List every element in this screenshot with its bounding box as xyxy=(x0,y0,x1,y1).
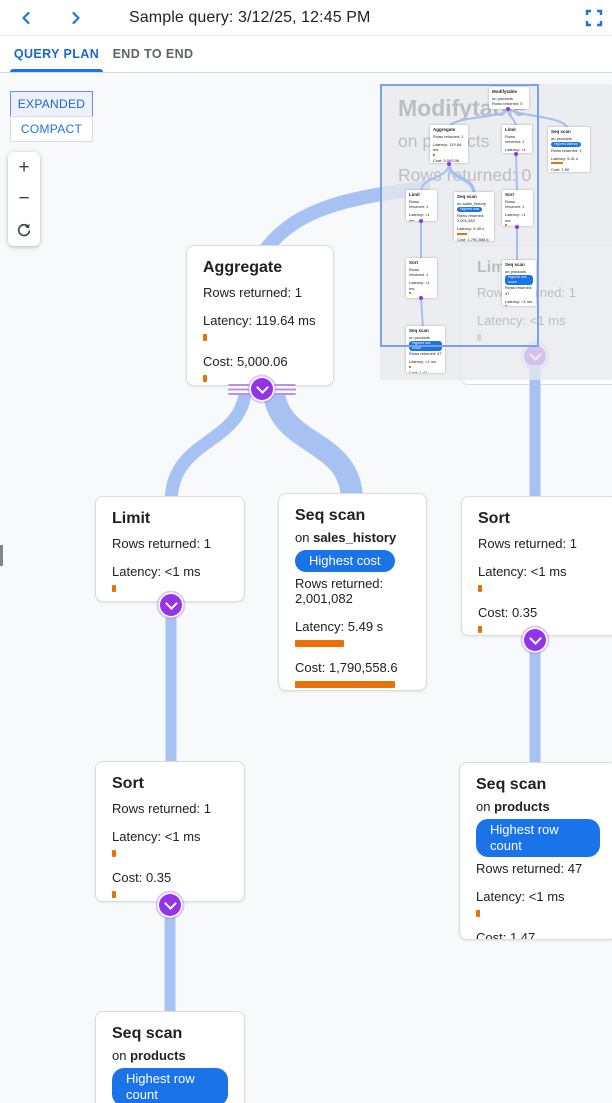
latency-bar xyxy=(476,910,480,917)
table-name: on products xyxy=(112,1048,186,1063)
rows-returned: Rows returned: 1 xyxy=(203,285,302,300)
highest-row-count-badge: Highest row count xyxy=(476,819,600,857)
highest-cost-badge: Highest cost xyxy=(295,550,395,572)
node-seq-scan-products-right[interactable]: Seq scan on products Highest row count R… xyxy=(459,762,612,940)
mini-collapse-dot xyxy=(514,152,518,156)
mini-node-limit: Limit Rows returned: 1 Latency: <1 ms xyxy=(502,125,532,153)
header: Sample query: 3/12/25, 12:45 PM xyxy=(0,0,612,36)
cost-bar xyxy=(478,626,482,633)
cost-bar xyxy=(295,681,395,688)
latency-bar xyxy=(203,334,207,341)
compact-button[interactable]: COMPACT xyxy=(10,116,93,142)
table-name: on products xyxy=(476,799,550,814)
rows-returned: Rows returned: 47 xyxy=(476,861,583,876)
latency-bar xyxy=(112,850,116,857)
back-chevron-icon[interactable] xyxy=(11,5,41,31)
cost-bar xyxy=(203,375,207,382)
tab-query-plan[interactable]: QUERY PLAN xyxy=(10,36,103,72)
latency-bar xyxy=(295,640,344,647)
mini-node-modifytable: Modifytable on products Rows returned: 0 xyxy=(489,87,529,109)
latency: Latency: <1 ms xyxy=(476,889,565,904)
mini-node-sort-2: Sort Rows returned: 1 Latency: <1 ms Cos… xyxy=(406,258,437,298)
latency-bar xyxy=(478,585,482,592)
minimap[interactable]: Modifytable on products Rows returned: 0… xyxy=(380,84,612,380)
latency: Latency: <1 ms xyxy=(112,564,201,579)
node-title: Seq scan xyxy=(295,507,366,524)
mini-collapse-dot xyxy=(506,107,510,111)
mini-collapse-dot xyxy=(515,225,519,229)
zoom-controls: + − xyxy=(8,152,40,246)
zoom-out-button[interactable]: − xyxy=(18,187,30,209)
edge-stripes-right xyxy=(274,384,296,395)
latency-bar xyxy=(112,585,116,592)
expanded-button[interactable]: EXPANDED xyxy=(10,91,93,117)
reset-icon xyxy=(17,224,31,237)
mini-node-limit-2: Limit Rows returned: 1 Latency: <1 ms xyxy=(406,190,437,221)
mini-node-seq-scan-latency: Seq scan on products Highest latency Row… xyxy=(548,127,590,172)
latency: Latency: 5.49 s xyxy=(295,619,384,634)
collapse-chevron-sort-right[interactable] xyxy=(524,629,546,651)
rows-returned: Rows returned: 1 xyxy=(112,536,211,551)
node-title: Sort xyxy=(478,510,510,527)
plan-edges xyxy=(164,180,541,1017)
latency: Latency: <1 ms xyxy=(478,564,567,579)
mini-node-seq-scan-sales: Seq scan on sales_history Highest cost R… xyxy=(454,192,494,241)
node-seq-scan-sales-history[interactable]: Seq scan on sales_history Highest cost R… xyxy=(278,493,427,691)
collapse-chevron-limit[interactable] xyxy=(160,594,182,616)
rows-returned: Rows returned: 1 xyxy=(478,536,577,551)
minimap-viewport[interactable] xyxy=(380,84,539,347)
node-title: Seq scan xyxy=(476,776,547,793)
node-aggregate[interactable]: Aggregate Rows returned: 1 Latency: 119.… xyxy=(186,245,334,386)
node-title: Sort xyxy=(112,775,144,792)
left-scrollbar-thumb[interactable] xyxy=(0,545,3,566)
highest-row-count-badge: Highest row count xyxy=(112,1068,228,1103)
node-sort-left[interactable]: Sort Rows returned: 1 Latency: <1 ms Cos… xyxy=(95,761,245,902)
cost-bar xyxy=(112,891,116,898)
reset-view-button[interactable] xyxy=(8,215,40,245)
view-mode-toggle: EXPANDED COMPACT xyxy=(10,91,93,142)
rows-returned: Rows returned: 2,001,082 xyxy=(295,576,384,606)
node-title: Aggregate xyxy=(203,259,283,276)
tab-end-to-end[interactable]: END TO END xyxy=(112,47,194,61)
page-title: Sample query: 3/12/25, 12:45 PM xyxy=(129,8,371,26)
node-limit[interactable]: Limit Rows returned: 1 Latency: <1 ms xyxy=(95,496,245,602)
query-plan-canvas[interactable]: Modifytable on products Rows returned: 0… xyxy=(0,73,612,1103)
mini-node-sort: Sort Rows returned: 1 Latency: <1 ms Cos… xyxy=(502,190,533,226)
collapse-chevron-sort-left[interactable] xyxy=(159,894,181,916)
mini-node-seq-scan-products: Seq scan on products Highest row count R… xyxy=(502,260,536,306)
node-seq-scan-products-bottom[interactable]: Seq scan on products Highest row count R… xyxy=(95,1011,245,1103)
zoom-in-button[interactable]: + xyxy=(18,156,30,178)
tab-bar: QUERY PLAN END TO END xyxy=(0,36,612,73)
cost: Cost: 0.35 xyxy=(478,605,538,620)
latency: Latency: 119.64 ms xyxy=(203,313,316,328)
node-sort-right[interactable]: Sort Rows returned: 1 Latency: <1 ms Cos… xyxy=(461,496,612,636)
cost: Cost: 0.35 xyxy=(112,870,172,885)
collapse-chevron-aggregate[interactable] xyxy=(251,378,273,400)
latency: Latency: <1 ms xyxy=(112,829,201,844)
node-title: Limit xyxy=(112,510,151,527)
table-name: on sales_history xyxy=(295,530,397,545)
cost: Cost: 1,790,558.6 xyxy=(295,660,398,675)
edge-stripes-left xyxy=(228,384,250,395)
fullscreen-icon[interactable] xyxy=(584,8,604,28)
rows-returned: Rows returned: 1 xyxy=(112,801,211,816)
mini-collapse-dot xyxy=(419,219,423,223)
forward-chevron-icon[interactable] xyxy=(61,5,91,31)
cost: Cost: 1.47 xyxy=(476,930,536,940)
mini-node-aggregate: Aggregate Rows returned: 1 Latency: 119.… xyxy=(430,125,468,163)
mini-collapse-dot xyxy=(447,162,451,166)
mini-collapse-dot xyxy=(419,296,423,300)
node-title: Seq scan xyxy=(112,1025,183,1042)
cost: Cost: 5,000.06 xyxy=(203,354,288,369)
